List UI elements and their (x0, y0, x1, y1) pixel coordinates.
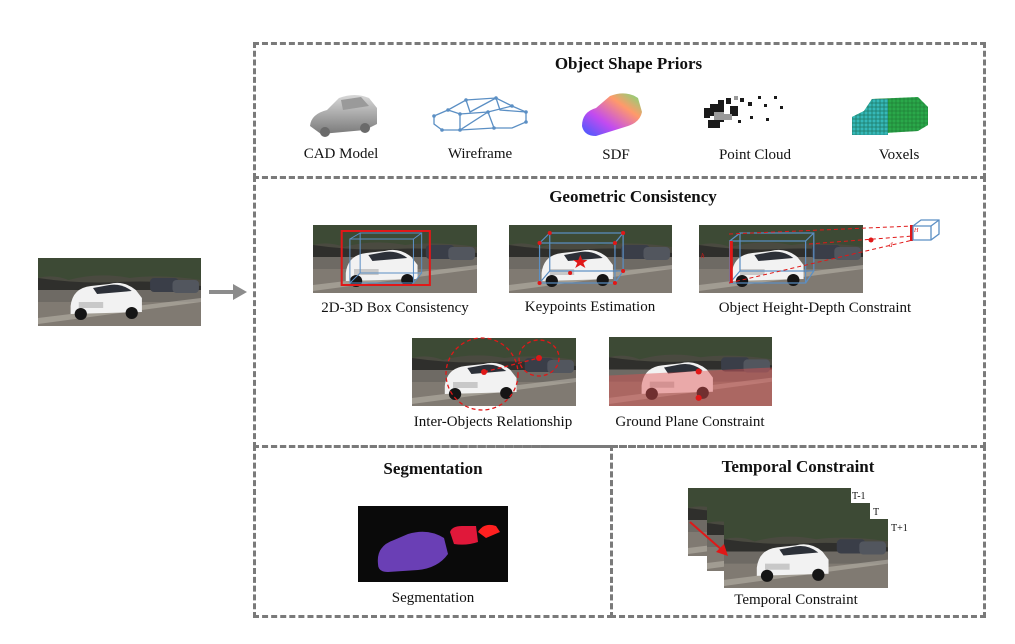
temporal-label: Temporal Constraint (734, 592, 858, 608)
relationship-circles (412, 330, 582, 412)
point-cloud-label: Point Cloud (718, 147, 792, 163)
height-annotation: h (701, 252, 705, 260)
keypoints-label: Keypoints Estimation (524, 299, 656, 315)
height-depth-image (699, 225, 863, 293)
frame-label-t: T (873, 507, 880, 518)
height-depth-label: Object Height-Depth Constraint (718, 300, 912, 316)
segmentation-title: Segmentation (383, 459, 483, 478)
segmentation-label: Segmentation (391, 590, 475, 606)
ground-plane-label: Ground Plane Constraint (615, 414, 765, 430)
box-consistency-image (313, 225, 477, 293)
point-cloud-icon (700, 90, 790, 138)
frame-label-t-minus-1: T-1 (852, 491, 866, 502)
frame-label-t-plus-1: T+1 (891, 523, 908, 534)
wireframe-icon (430, 94, 530, 136)
small-height-annotation: H (914, 228, 919, 234)
keypoints-image (509, 225, 672, 293)
wireframe-label: Wireframe (447, 146, 513, 162)
cad-model-label: CAD Model (303, 146, 379, 162)
temporal-title: Temporal Constraint (721, 457, 875, 476)
flow-arrow-icon (209, 284, 247, 300)
box-consistency-label: 2D-3D Box Consistency (321, 300, 469, 316)
shape-priors-title: Object Shape Priors (554, 54, 703, 73)
frame-t-plus-1 (724, 519, 888, 588)
inter-objects-label: Inter-Objects Relationship (413, 414, 573, 430)
motion-arrow-icon (688, 520, 734, 560)
sdf-icon (578, 90, 646, 140)
segmentation-image (358, 506, 508, 582)
sdf-label: SDF (602, 147, 630, 163)
voxels-icon (848, 95, 932, 139)
ground-plane-image (609, 337, 772, 406)
cad-model-icon (305, 90, 381, 140)
input-image (38, 258, 201, 326)
voxels-label: Voxels (878, 147, 920, 163)
depth-projection-diagram (699, 218, 945, 294)
temporal-panel (610, 445, 986, 618)
geometric-consistency-title: Geometric Consistency (549, 187, 717, 206)
depth-annotation: d (889, 241, 893, 249)
